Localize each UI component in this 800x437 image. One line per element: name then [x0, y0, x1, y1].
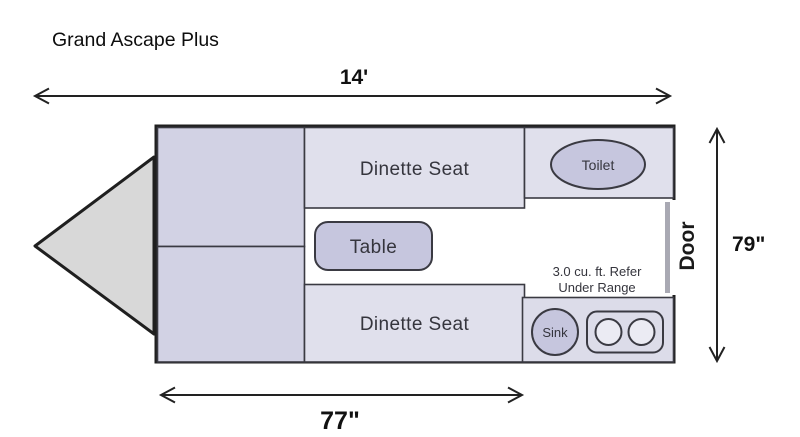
- dinette-seat-bottom-label: Dinette Seat: [360, 314, 470, 335]
- range-burner-right: [627, 318, 656, 346]
- dinette-seat-top: [303, 126, 526, 209]
- table-label: Table: [350, 237, 397, 258]
- refer-note-line2: Under Range: [558, 280, 635, 295]
- floorplan-title: Grand Ascape Plus: [52, 29, 219, 51]
- dinette-seat-top-label: Dinette Seat: [360, 159, 470, 180]
- table: [314, 221, 433, 271]
- sink-label: Sink: [542, 325, 568, 340]
- toilet-label: Toilet: [582, 157, 615, 173]
- dim-label-door-side-width: 79": [732, 233, 765, 256]
- refer-note-line1: 3.0 cu. ft. Refer: [553, 264, 643, 279]
- trailer-nose: [33, 155, 156, 336]
- door-panel: [665, 202, 670, 293]
- dim-arrow-bottom: [158, 386, 525, 404]
- front-cabinet-upper: [156, 126, 306, 248]
- range-burner-left: [594, 318, 623, 346]
- sink-circle: [531, 308, 579, 356]
- dim-arrow-top: [32, 87, 673, 105]
- dim-arrow-right: [708, 126, 726, 364]
- dim-label-box-length: 77": [320, 407, 360, 435]
- door-label: Door: [676, 222, 699, 271]
- dinette-seat-bottom: [303, 283, 526, 363]
- door-opening: [668, 200, 680, 295]
- toilet-oval: [550, 139, 646, 190]
- dim-label-total-length: 14': [340, 66, 368, 89]
- front-cabinet-lower: [156, 245, 306, 363]
